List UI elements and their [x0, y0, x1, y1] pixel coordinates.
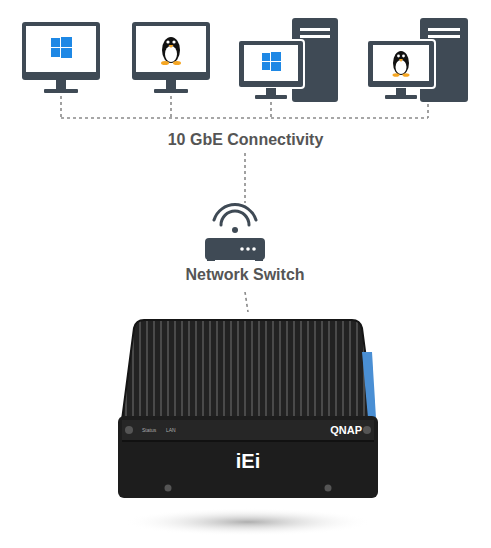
network-switch: Network Switch [170, 200, 320, 292]
edge-server-device: Status LAN QNAP iEi [118, 312, 378, 502]
dashed-bus [61, 96, 428, 203]
status-led-label: Status [142, 427, 156, 433]
edge-server-device-shape [118, 312, 378, 502]
link-speed-label: 10 GbE Connectivity [0, 131, 491, 149]
switch-label: Network Switch [170, 266, 320, 284]
lan-led-label: LAN [166, 427, 176, 433]
dashed-link [245, 292, 248, 312]
linux-desktop [367, 18, 468, 102]
device-shadow [123, 508, 373, 536]
windows-desktop [238, 18, 338, 102]
linux-monitor [132, 22, 210, 93]
windows-monitor [22, 22, 100, 93]
maker-logo: iEi [218, 450, 278, 473]
brand-logo: QNAP [314, 424, 362, 436]
